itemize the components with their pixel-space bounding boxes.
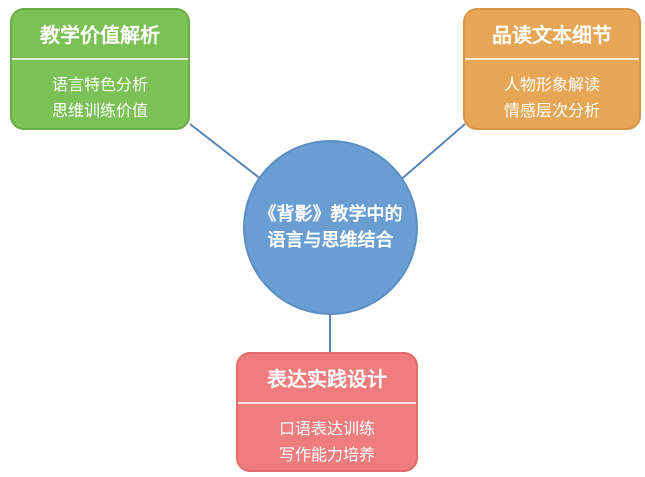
connector-top-right <box>396 123 466 184</box>
center-topic-line: 《背影》教学中的 <box>258 203 403 225</box>
node-title: 品读文本细节 <box>492 23 612 47</box>
center-topic: 《背影》教学中的 语言与思维结合 <box>243 140 418 315</box>
node-title: 表达实践设计 <box>267 367 387 391</box>
node-divider <box>465 58 639 60</box>
node-divider <box>12 58 188 60</box>
node-divider <box>238 402 416 404</box>
node-item: 人物形象解读 <box>503 75 600 94</box>
node-text-details: 品读文本细节 人物形象解读 情感层次分析 <box>463 8 641 130</box>
node-item: 情感层次分析 <box>503 101 600 120</box>
node-item: 思维训练价值 <box>51 101 148 120</box>
connector-top-left <box>189 123 267 184</box>
node-teaching-value: 教学价值解析 语言特色分析 思维训练价值 <box>10 8 190 130</box>
node-expression-practice: 表达实践设计 口语表达训练 写作能力培养 <box>236 352 418 472</box>
node-item: 口语表达训练 <box>278 419 375 438</box>
node-item: 写作能力培养 <box>278 445 375 464</box>
node-title: 教学价值解析 <box>40 23 160 47</box>
node-item: 语言特色分析 <box>51 75 148 94</box>
center-topic-line: 语言与思维结合 <box>267 229 394 251</box>
